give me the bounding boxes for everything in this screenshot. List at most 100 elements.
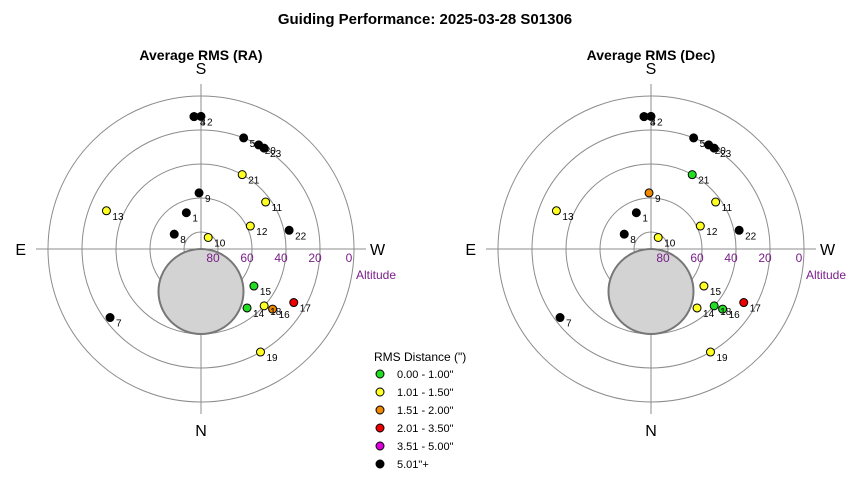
chart-title: Average RMS (Dec) — [587, 47, 716, 63]
point-label-12: 12 — [706, 227, 718, 238]
legend-marker — [375, 441, 385, 451]
point-label-10: 10 — [214, 238, 226, 249]
direction-label-w: W — [370, 242, 386, 259]
direction-label-s: S — [646, 61, 657, 78]
altitude-tick-label: 0 — [796, 251, 803, 265]
altitude-tick-label: 0 — [346, 251, 353, 265]
point-label-11: 11 — [722, 203, 733, 214]
direction-label-w: W — [820, 242, 836, 259]
legend-marker — [375, 423, 385, 433]
altitude-tick-label: 40 — [274, 251, 288, 265]
direction-label-n: N — [195, 423, 207, 440]
legend-marker — [375, 405, 385, 415]
altitude-axis-label: Altitude — [806, 268, 846, 282]
data-point-16 — [718, 304, 728, 314]
data-point-5 — [239, 133, 249, 143]
data-point-1 — [181, 208, 191, 218]
data-point-16 — [268, 304, 278, 314]
point-label-2: 2 — [657, 117, 663, 128]
point-label-21: 21 — [698, 176, 710, 187]
data-point-11 — [261, 197, 271, 207]
legend-item-label: 1.51 - 2.00" — [397, 405, 454, 417]
legend-item-label: 5.01"+ — [397, 459, 429, 471]
point-label-18: 18 — [270, 307, 282, 318]
altitude-tick-label: 20 — [308, 251, 322, 265]
point-label-11: 11 — [272, 203, 283, 214]
point-label-1: 1 — [642, 214, 648, 225]
point-label-14: 14 — [703, 309, 715, 320]
data-point-7 — [555, 313, 565, 323]
point-label-7: 7 — [116, 319, 122, 330]
data-point-4 — [189, 112, 199, 122]
chart-title: Average RMS (RA) — [139, 47, 262, 63]
altitude-tick-label: 60 — [240, 251, 254, 265]
point-label-5: 5 — [250, 139, 256, 150]
point-label-10: 10 — [664, 238, 676, 249]
point-label-17: 17 — [750, 304, 762, 315]
point-label-16: 16 — [279, 310, 291, 321]
point-label-19: 19 — [717, 353, 729, 364]
legend-item-label: 2.01 - 3.50" — [397, 423, 454, 435]
data-point-19 — [706, 347, 715, 357]
point-label-22: 22 — [745, 231, 757, 242]
point-label-13: 13 — [562, 212, 574, 223]
data-point-12 — [695, 221, 705, 231]
point-label-4: 4 — [650, 118, 656, 129]
horizon-shaded-region — [157, 248, 245, 335]
point-label-23: 23 — [270, 149, 282, 160]
data-point-14 — [692, 303, 702, 313]
figure-title: Guiding Performance: 2025-03-28 S01306 — [278, 11, 572, 28]
data-point-7 — [105, 313, 115, 323]
data-point-17 — [289, 298, 299, 308]
data-point-23 — [709, 143, 719, 153]
point-label-22: 22 — [295, 231, 307, 242]
point-label-3: 3 — [200, 118, 206, 129]
point-label-15: 15 — [710, 287, 722, 298]
data-point-10 — [203, 232, 213, 242]
point-label-7: 7 — [566, 319, 572, 330]
point-label-13: 13 — [112, 212, 124, 223]
point-label-2: 2 — [207, 117, 213, 128]
data-point-14 — [242, 303, 252, 313]
point-label-17: 17 — [300, 304, 312, 315]
point-label-19: 19 — [267, 353, 279, 364]
direction-label-e: E — [15, 242, 26, 259]
data-point-21 — [237, 170, 247, 180]
legend-item-label: 0.00 - 1.00" — [397, 369, 454, 381]
rms-legend: RMS Distance (") 0.00 - 1.00" 1.01 - 1.50… — [374, 350, 466, 471]
data-point-8 — [169, 229, 179, 239]
legend-item-label: 3.51 - 5.00" — [397, 441, 454, 453]
direction-label-n: N — [645, 423, 657, 440]
altitude-tick-label: 80 — [656, 251, 670, 265]
altitude-tick-label: 60 — [690, 251, 704, 265]
point-label-4: 4 — [200, 118, 206, 129]
data-point-9 — [194, 188, 204, 198]
data-point-4 — [639, 112, 649, 122]
data-point-15 — [249, 281, 259, 291]
point-label-18: 18 — [720, 307, 732, 318]
data-point-8 — [619, 229, 629, 239]
point-label-21: 21 — [248, 176, 260, 187]
altitude-axis-label: Altitude — [356, 268, 396, 282]
data-point-15 — [699, 281, 709, 291]
point-label-20: 20 — [715, 146, 727, 157]
point-label-3: 3 — [650, 118, 656, 129]
point-label-9: 9 — [655, 194, 661, 205]
legend-item-label: 1.01 - 1.50" — [397, 387, 454, 399]
altitude-tick-label: 80 — [206, 251, 220, 265]
direction-label-s: S — [196, 61, 207, 78]
point-label-23: 23 — [720, 149, 732, 160]
legend-marker — [375, 369, 385, 379]
point-label-8: 8 — [180, 235, 186, 246]
legend-title: RMS Distance (") — [374, 350, 466, 364]
data-point-18 — [259, 301, 269, 311]
horizon-shaded-region — [607, 248, 695, 335]
data-point-11 — [711, 197, 721, 207]
data-point-18 — [709, 301, 719, 311]
data-point-17 — [739, 298, 749, 308]
point-label-12: 12 — [256, 227, 268, 238]
point-label-8: 8 — [630, 235, 636, 246]
